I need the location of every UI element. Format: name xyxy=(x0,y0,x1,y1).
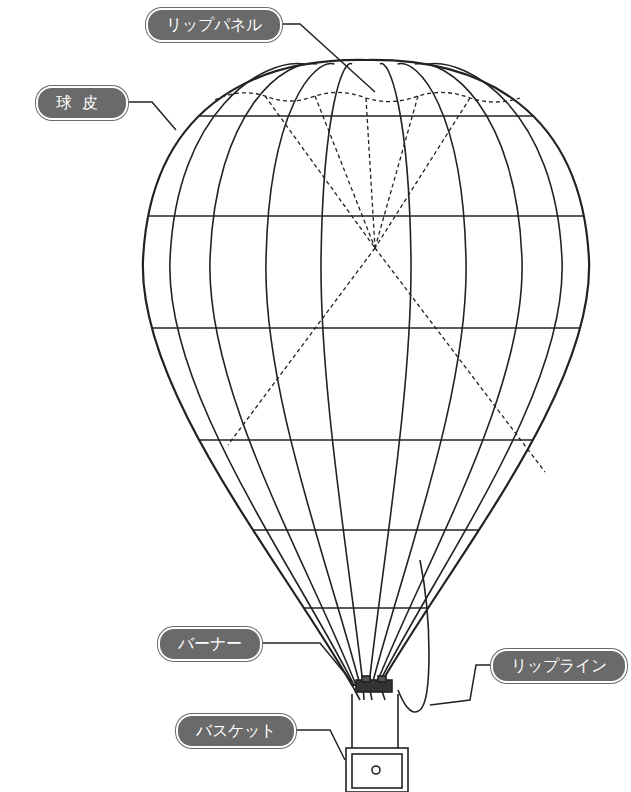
callout-label: リップライン xyxy=(491,649,627,683)
part-name: バスケット xyxy=(196,721,276,740)
part-name: 球皮 xyxy=(56,93,108,112)
part-name: リップライン xyxy=(511,656,607,675)
callout-label: 球皮 xyxy=(36,86,128,120)
callout-label: バーナー xyxy=(158,627,262,661)
callout-label: バスケット xyxy=(176,714,296,748)
callout-label: リップパネル xyxy=(146,8,282,42)
part-name: リップパネル xyxy=(166,15,262,34)
part-name: バーナー xyxy=(178,634,242,653)
